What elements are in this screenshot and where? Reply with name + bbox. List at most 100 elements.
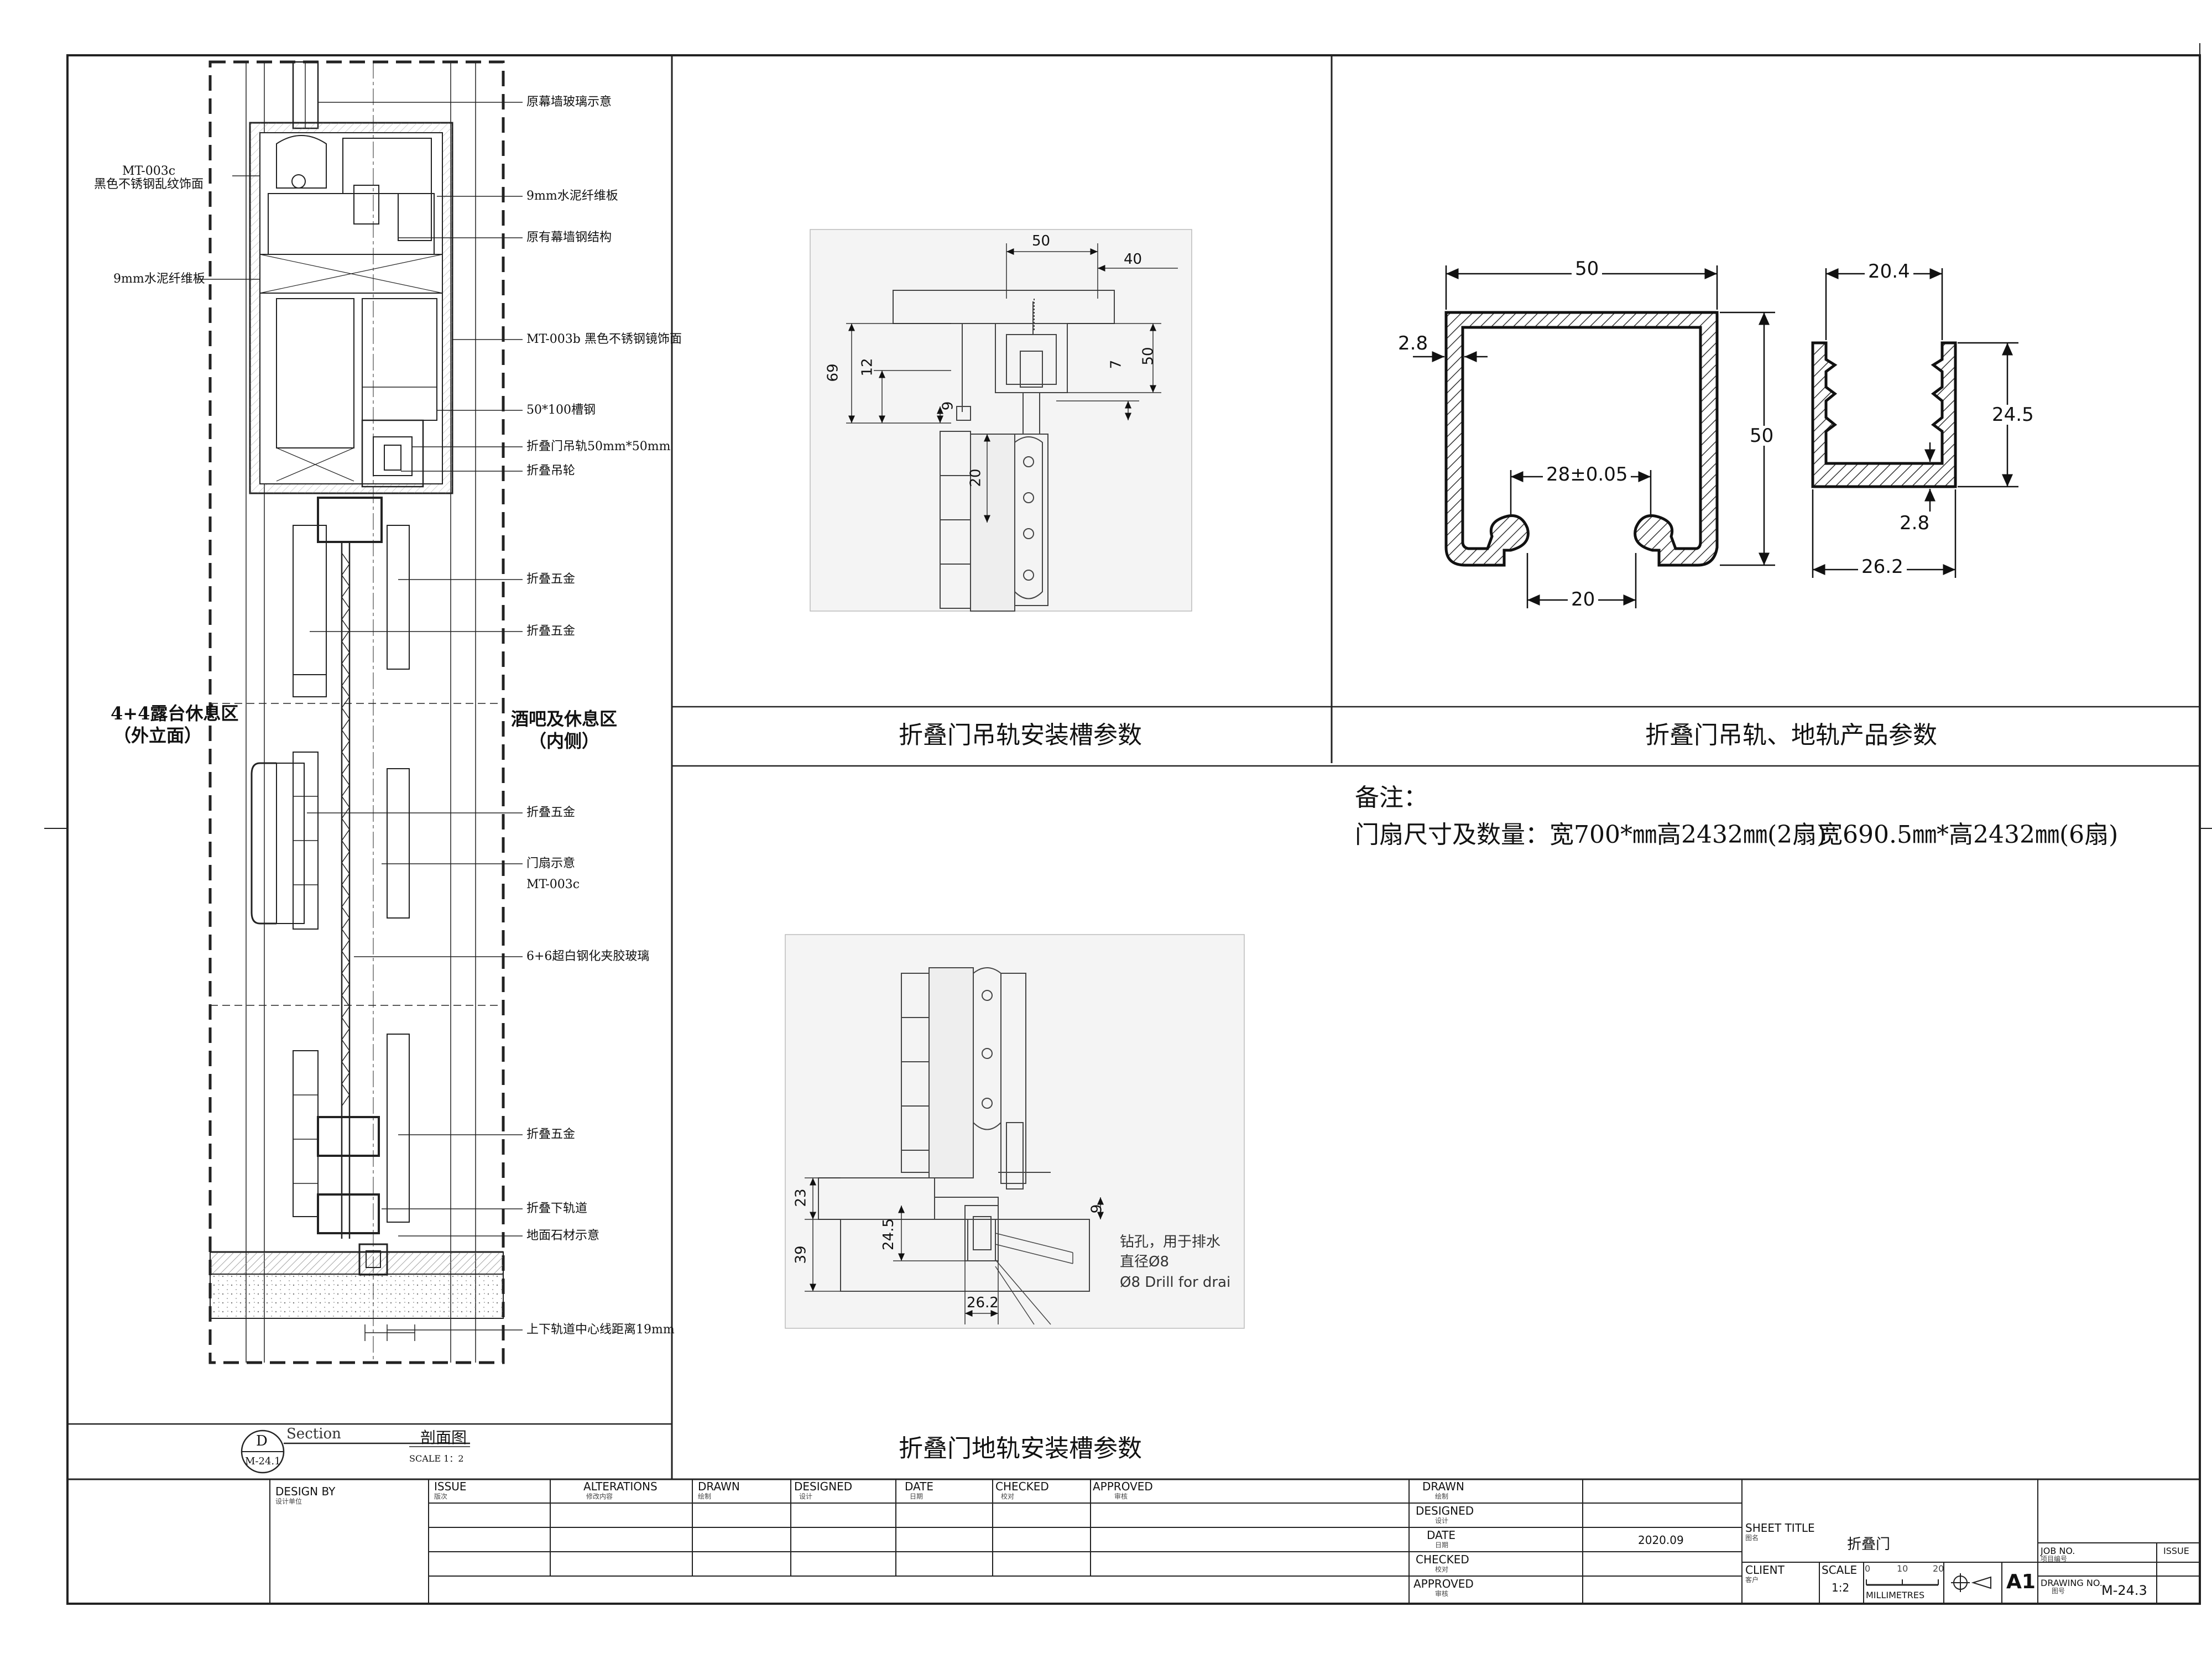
dim-slot-height-12: 12 [859,358,876,377]
callout-channel-steel: 50*100槽钢 [526,403,596,417]
tb-header-approved-cn: 审核 [1114,1493,1128,1500]
section-tag-scale: SCALE 1：2 [409,1453,464,1464]
tb-design-by-cn: 设计单位 [275,1498,302,1505]
tb-paper-size: A1 [2006,1571,2036,1593]
dim-top-rail-lip: 20 [1568,589,1599,609]
dim-floor-rail-height: 24.5 [1990,405,2036,425]
callout-fiber-board: 9mm水泥纤维板 [526,189,618,203]
tb-header-checked: CHECKED [995,1480,1049,1493]
tb-job-no-cn: 项目编号 [2041,1555,2068,1563]
tb-drawing-no-cn: 图号 [2052,1587,2065,1595]
callout-door-leaf-finish: MT-003c [526,878,580,891]
tb-header-approved: APPROVED [1093,1480,1153,1493]
tb-right-drawn-cn: 绘制 [1435,1493,1449,1500]
dim-floor-rail-top-width: 20.4 [1865,262,1913,281]
notes-title: 备注： [1355,784,1428,812]
tb-right-drawn: DRAWN [1422,1480,1464,1493]
dim-slot-height-9: 9 [940,401,957,411]
tb-date-value: 2020.09 [1638,1533,1684,1547]
callout-mt003b: MT-003b 黑色不锈钢镜饰面 [526,332,682,346]
tb-sheet-title-value: 折叠门 [1847,1536,1891,1553]
tb-scale-tick-0: 0 [1865,1563,1871,1574]
dim-slot-height-7: 7 [1108,359,1125,369]
interior-zone-sub: （内侧） [528,731,599,752]
dim-floor-rail-wall: 2.8 [1900,512,1930,534]
dim-slot-height-20: 20 [967,468,984,487]
interior-zone-title: 酒吧及休息区 [510,708,617,729]
floor-rail-profile [1811,341,1957,488]
tb-header-drawn: DRAWN [698,1480,740,1493]
rail-products-caption: 折叠门吊轨、地轨产品参数 [1645,721,1937,749]
tb-job-no: JOB NO. [2041,1546,2075,1556]
tb-drawing-no: DRAWING NO. [2041,1578,2103,1588]
drill-note-diameter: 直径Ø8 [1120,1254,1170,1270]
callout-hardware-1: 折叠五金 [526,572,576,586]
dim-floor-rail-bottom-width: 26.2 [1858,557,1907,577]
callout-hardware-4: 折叠五金 [526,1128,576,1141]
section-tag-name-cn: 剖面图 [420,1428,467,1447]
callout-laminated-glass: 6+6超白钢化夹胶玻璃 [526,950,650,963]
dim-floor-slot-39: 39 [792,1245,810,1264]
tb-scale-value: 1:2 [1832,1581,1850,1594]
dim-floor-slot-26-2: 26.2 [967,1295,999,1311]
tb-header-alterations: ALTERATIONS [583,1480,658,1493]
dim-floor-slot-9: 9 [1088,1204,1105,1214]
callout-hanging-wheel: 折叠吊轮 [526,464,576,478]
left-callout-line1: MT-003c [122,164,176,178]
dim-floor-slot-23: 23 [792,1188,810,1207]
callout-glass: 原幕墙玻璃示意 [526,95,612,109]
top-rail-profile [1444,311,1719,567]
section-tag-name-en: Section [286,1426,341,1442]
tb-right-date: DATE [1427,1528,1456,1542]
tb-scale-tick-10: 10 [1897,1563,1908,1574]
section-tag-ref: M-24.1 [245,1455,281,1467]
dim-slot-height-69: 69 [825,363,842,382]
dim-top-rail-wall: 2.8 [1398,332,1428,354]
tb-drawing-no-value: M-24.3 [2101,1583,2147,1598]
tb-header-checked-cn: 校对 [1001,1493,1015,1500]
title-block-grid [269,1479,2200,1604]
tb-sheet-title-cn: 图名 [1745,1534,1759,1542]
section-tag [241,1430,470,1474]
tb-scale-unit: MILLIMETRES [1866,1590,1925,1600]
drill-note-en: Ø8 Drill for drai [1120,1274,1231,1291]
tb-header-date-cn: 日期 [910,1493,924,1500]
dim-slot-offset-40: 40 [1124,251,1142,268]
callout-hardware-2: 折叠五金 [526,624,576,638]
exterior-zone-sub: （外立面） [113,725,202,746]
drill-note-cn: 钻孔，用于排水 [1120,1234,1221,1250]
tb-header-alterations-cn: 修改内容 [586,1493,613,1500]
notes-line2: 宽690.5㎜*高2432㎜(6扇) [1818,821,2119,849]
tb-right-approved: APPROVED [1413,1577,1474,1590]
tb-right-checked: CHECKED [1416,1553,1469,1566]
tb-scale-label: SCALE [1822,1563,1858,1577]
tb-sheet-title: SHEET TITLE [1745,1521,1815,1535]
callout-door-leaf: 门扇示意 [526,857,576,870]
left-callout-line2: 黑色不锈钢乱纹饰面 [94,178,204,191]
sheet-frame [44,43,2212,1605]
tb-header-issue-cn: 版次 [434,1493,448,1500]
tb-right-date-cn: 日期 [1435,1541,1449,1549]
section-drawing [208,60,505,1364]
tb-header-designed-cn: 设计 [799,1493,813,1500]
dim-top-rail-opening: 28±0.05 [1543,465,1631,484]
floor-rail-slot-figure [785,934,1245,1329]
callout-hardware-3: 折叠五金 [526,806,576,820]
callout-leaders [196,102,523,1331]
tb-design-by: DESIGN BY [275,1485,336,1498]
tb-header-date: DATE [905,1480,934,1493]
callout-top-rail: 折叠门吊轨50mm*50mm [526,440,671,453]
tb-right-designed: DESIGNED [1416,1504,1474,1517]
tb-header-designed: DESIGNED [794,1480,853,1493]
dim-slot-width-50: 50 [1032,233,1051,249]
notes-line1: 门扇尺寸及数量：宽700*㎜高2432㎜(2扇) [1355,821,1827,849]
section-tag-letter: D [256,1433,268,1449]
callout-floor-track: 折叠下轨道 [526,1202,588,1215]
tb-client: CLIENT [1745,1563,1785,1577]
floor-rail-slot-caption: 折叠门地轨安装槽参数 [899,1434,1142,1463]
dim-top-rail-height: 50 [1747,426,1776,446]
left-callout-fiber-board: 9mm水泥纤维板 [113,272,205,286]
tb-header-issue: ISSUE [434,1480,467,1493]
dim-slot-height-50: 50 [1140,347,1157,366]
